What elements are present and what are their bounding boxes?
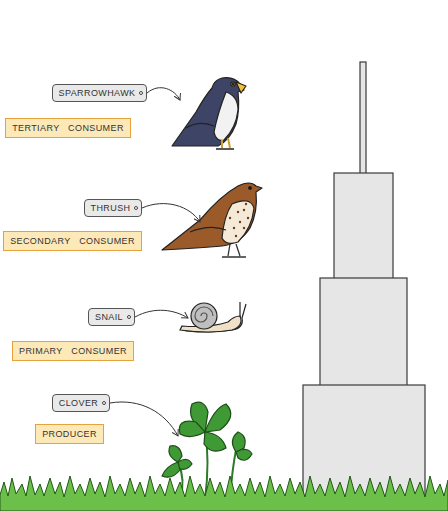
pyramid (303, 62, 425, 511)
name-tag: CLOVER (52, 394, 110, 412)
name-tag: SNAIL (88, 308, 135, 326)
node-label: SECONDARY CONSUMER (10, 237, 135, 246)
tag-dot (102, 401, 106, 405)
leader-arrow (135, 310, 188, 318)
node-label: PRODUCER (42, 430, 97, 439)
node-label: TERTIARY CONSUMER (12, 124, 124, 133)
sparrowhawk-drawing (172, 78, 246, 149)
name-tag: THRUSH (84, 199, 142, 217)
node-label: SPARROWHAWK (59, 89, 136, 98)
snail-drawing (180, 302, 246, 332)
trophic-level-box: TERTIARY CONSUMER (5, 118, 131, 138)
trophic-level-box: SECONDARY CONSUMER (3, 231, 142, 251)
leader-arrow (147, 88, 180, 100)
leader-arrow (110, 402, 178, 436)
trophic-level-box: PRIMARY CONSUMER (12, 341, 134, 361)
clover-drawing (162, 402, 252, 500)
name-tag: SPARROWHAWK (52, 84, 147, 102)
node-label: SNAIL (95, 313, 123, 322)
tag-dot (127, 315, 131, 319)
leader-arrow (142, 204, 200, 222)
node-label: PRIMARY CONSUMER (19, 347, 127, 356)
tag-dot (139, 91, 143, 95)
thrush-drawing (162, 183, 262, 257)
node-label: THRUSH (91, 204, 131, 213)
grass (0, 476, 448, 511)
node-label: CLOVER (59, 399, 98, 408)
trophic-level-box: PRODUCER (35, 424, 104, 444)
tag-dot (134, 206, 138, 210)
